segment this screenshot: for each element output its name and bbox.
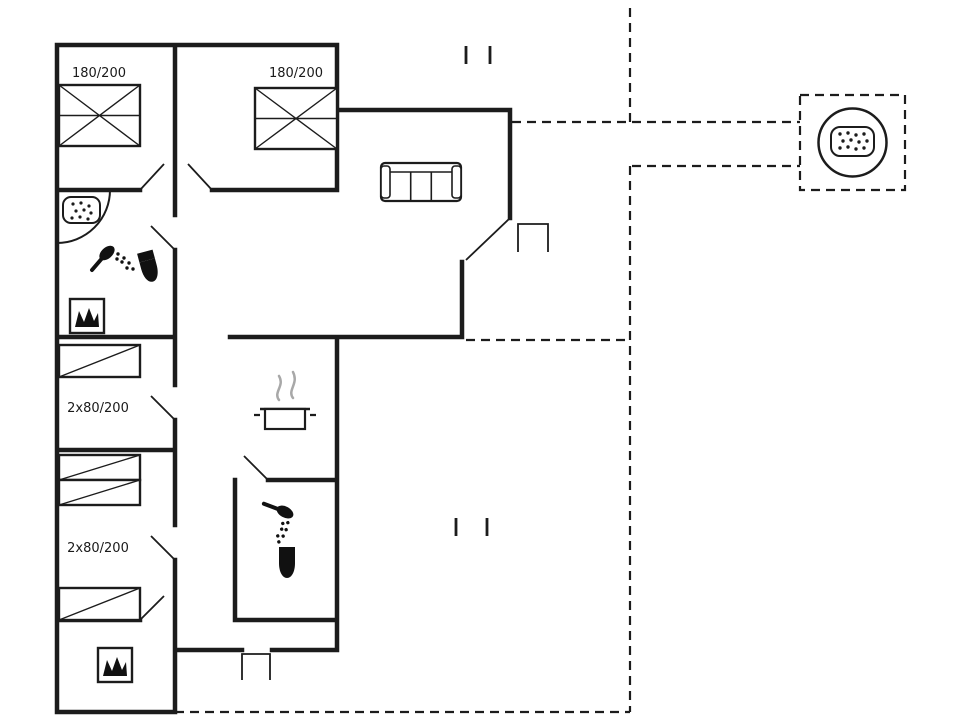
shower-icon [261,492,306,547]
corner-bathtub-icon [56,189,111,244]
bed-double-1 [57,83,142,148]
walls [54,42,513,715]
hot-tub-icon [830,126,875,157]
bed-double-2 [253,86,339,151]
bed-label-1: 180/200 [72,66,126,81]
terrace-boundary-dashed [175,8,800,714]
bed-twin-1 [57,343,142,379]
bed-twin-2b [57,478,142,507]
toilet-icon [137,249,161,284]
sofa-icon [379,161,463,203]
bed-label-2: 180/200 [269,66,323,81]
shower-icon [90,240,137,273]
hot-tub-platform [798,93,907,192]
washing-machine-icon [96,646,134,684]
toilet-icon [279,547,295,578]
cooking-pot-icon [254,370,316,431]
washing-machine-icon [68,297,106,335]
bed-twin-2c [57,586,142,622]
bed-twin-2a [57,453,142,482]
bed-label-4: 2x80/200 [67,541,129,556]
bed-label-3: 2x80/200 [67,401,129,416]
door-swing-lines [139,163,511,621]
door-step-symbols [241,223,549,680]
vent-markers [454,46,492,536]
